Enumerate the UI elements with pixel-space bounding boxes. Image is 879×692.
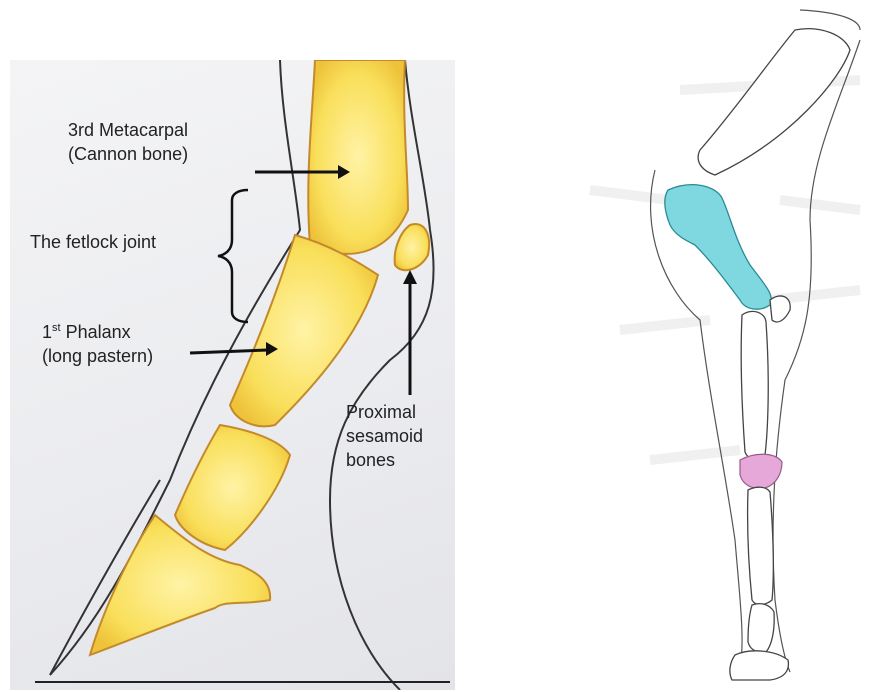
scapula [698,29,850,175]
label-fetlock: The fetlock joint [30,230,156,254]
cannon-bone [308,60,408,254]
label-metacarpal-line2: (Cannon bone) [68,142,188,166]
long-pastern-bone [230,235,378,426]
leg-skeleton-drawing [560,0,879,692]
hoof-right [730,651,789,680]
coffin-bone [90,515,270,655]
leg-skeleton-illustration [560,0,879,692]
humerus-highlight [665,185,772,309]
body-outline [800,10,860,30]
pastern-right [748,604,774,653]
leg-skin-back [773,40,860,672]
label-sesamoid-line1: Proximal [346,400,423,424]
short-pastern-bone [175,425,290,550]
label-metacarpal: 3rd Metacarpal (Cannon bone) [68,118,188,166]
label-phalanx-line2: (long pastern) [42,344,153,368]
radius [741,311,768,459]
cannon-bone-right [748,487,774,604]
hoof-bone-illustration: 3rd Metacarpal (Cannon bone) The fetlock… [10,60,455,690]
ulna [770,296,790,322]
sesamoid-bone [395,224,429,270]
label-sesamoid-line3: bones [346,448,423,472]
fetlock-bracket [218,190,248,322]
label-phalanx: 1st Phalanx (long pastern) [42,320,153,368]
label-phalanx-line1: 1st Phalanx [42,320,153,344]
label-sesamoid-line2: sesamoid [346,424,423,448]
label-sesamoid: Proximal sesamoid bones [346,400,423,472]
carpus-highlight [740,454,782,488]
label-metacarpal-line1: 3rd Metacarpal [68,118,188,142]
